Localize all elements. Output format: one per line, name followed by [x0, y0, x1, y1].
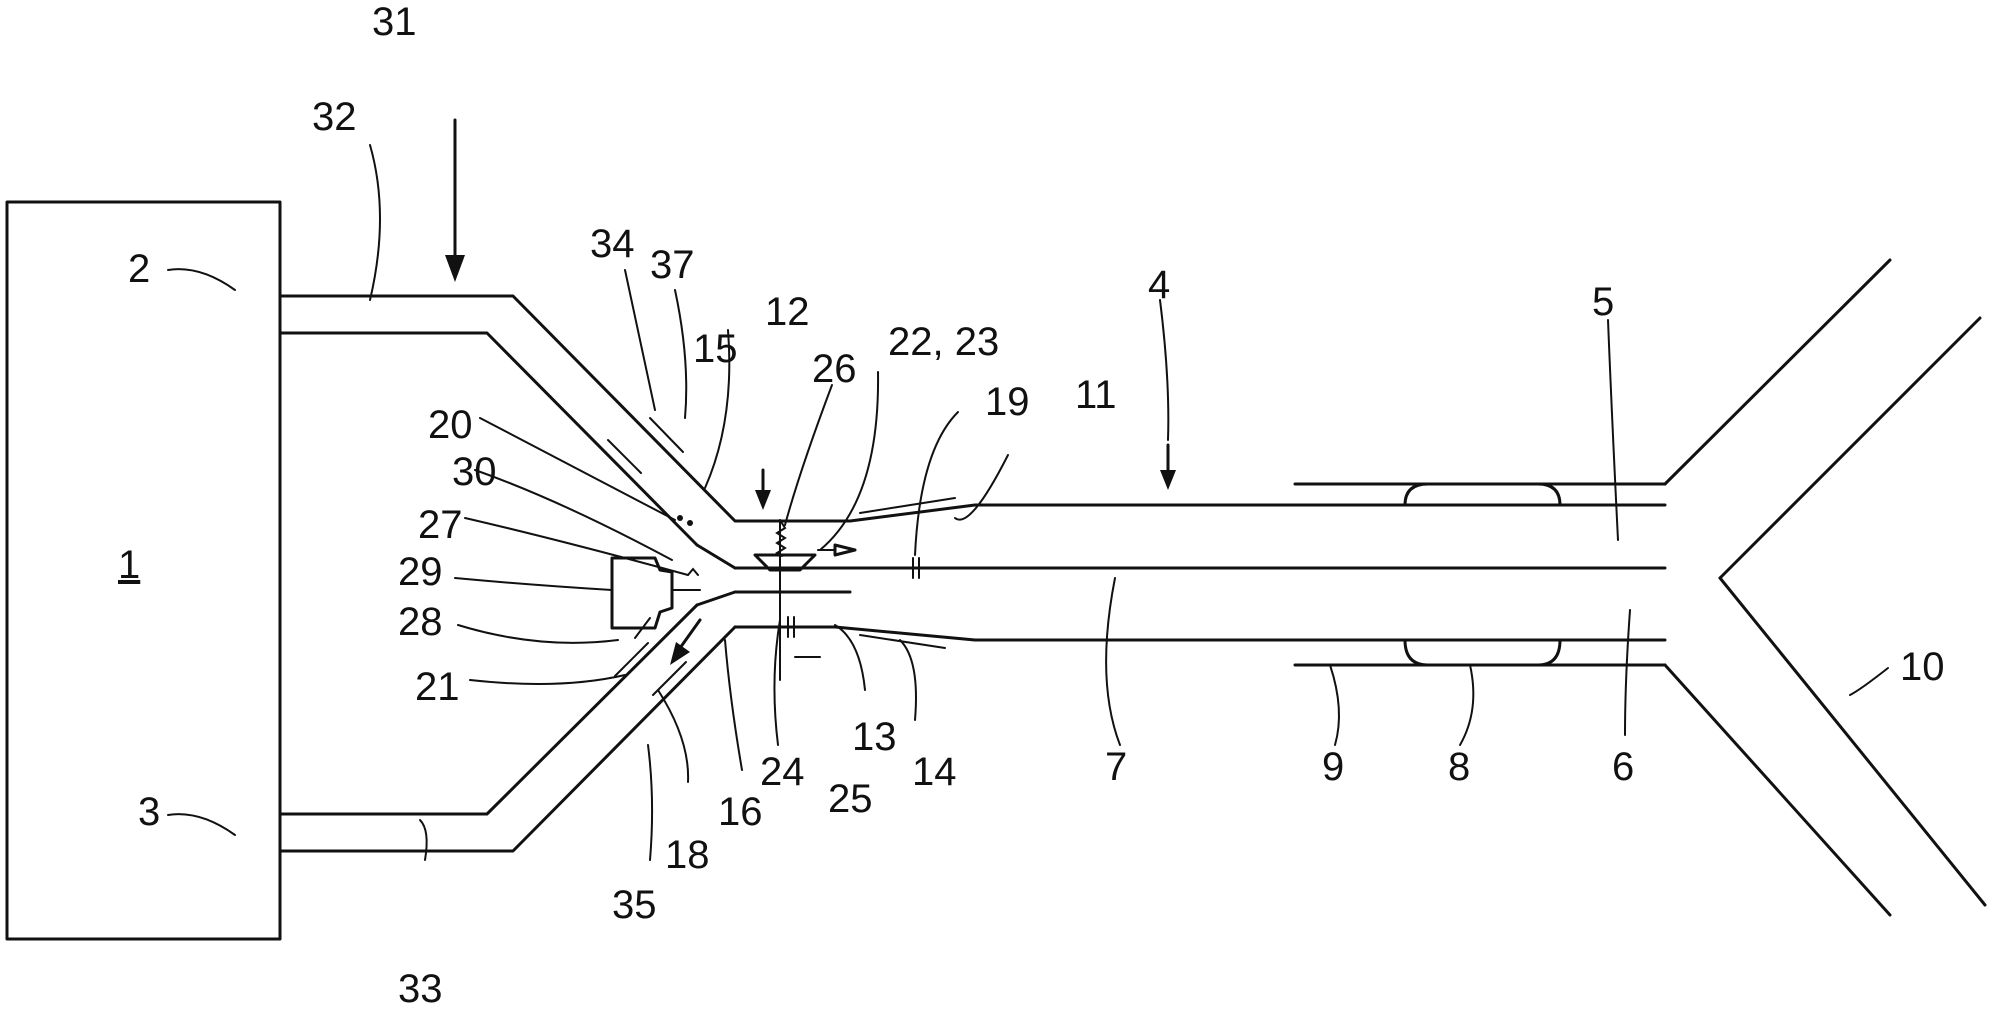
label-11: 11 — [1075, 373, 1117, 417]
label-31: 31 — [372, 0, 417, 44]
label-35: 35 — [612, 883, 657, 927]
label-6: 6 — [1612, 745, 1634, 789]
label-26: 26 — [812, 347, 857, 391]
y-branch-10 — [1665, 260, 1985, 915]
label-5: 5 — [1592, 280, 1614, 324]
label-37: 37 — [650, 243, 695, 287]
label-19: 19 — [985, 380, 1030, 424]
label-9: 9 — [1322, 745, 1344, 789]
label-13: 13 — [852, 715, 897, 759]
label-20: 20 — [428, 403, 473, 447]
flow-arrows — [445, 120, 1176, 665]
label-10: 10 — [1900, 645, 1945, 689]
label-25: 25 — [828, 777, 873, 821]
label-28: 28 — [398, 600, 443, 644]
lower-pipe-33 — [280, 605, 735, 851]
label-15: 15 — [693, 327, 738, 371]
label-7: 7 — [1105, 745, 1127, 789]
outer-casing-9 — [1295, 484, 1665, 665]
label-4: 4 — [1148, 263, 1170, 307]
label-30: 30 — [452, 450, 497, 494]
label-3: 3 — [138, 790, 160, 834]
label-29: 29 — [398, 550, 443, 594]
label-24: 24 — [760, 750, 805, 794]
label-21: 21 — [415, 665, 460, 709]
label-8: 8 — [1448, 745, 1470, 789]
actuator-29 — [612, 558, 700, 638]
junction-lines — [697, 545, 1665, 627]
label-2: 2 — [128, 247, 150, 291]
label-32: 32 — [312, 95, 357, 139]
label-33: 33 — [398, 967, 443, 1010]
label-14: 14 — [912, 750, 957, 794]
label-1: 1 — [118, 543, 140, 587]
label-34: 34 — [590, 222, 635, 266]
label-22-23: 22, 23 — [888, 320, 999, 364]
label-12: 12 — [765, 290, 810, 334]
label-16: 16 — [718, 790, 763, 834]
label-18: 18 — [665, 833, 710, 877]
label-27: 27 — [418, 503, 463, 547]
